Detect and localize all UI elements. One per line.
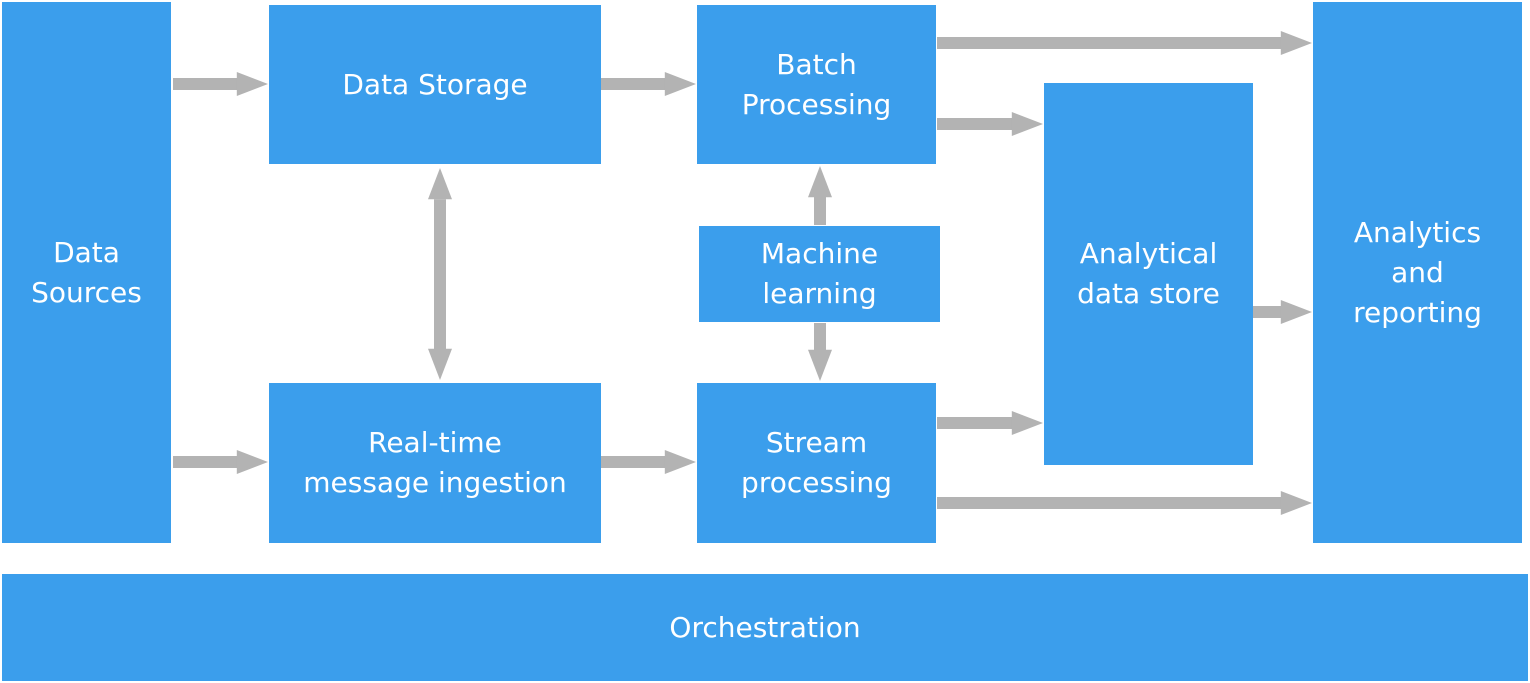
arrow-data-sources-to-data-storage-head: [236, 72, 268, 96]
realtime-ingestion-label-line-1: Real-time: [368, 426, 502, 459]
analytics-reporting-label-line-2: and: [1391, 255, 1444, 289]
arrow-data-sources-to-realtime-ingestion-head: [236, 450, 268, 474]
realtime-ingestion-label-line-2: message ingestion: [303, 466, 567, 499]
machine-learning-label-line-1: Machine: [760, 237, 879, 270]
stream-processing-label: Stream processing: [741, 423, 892, 503]
arrow-batch-processing-to-analytical-store: [937, 112, 1043, 136]
arrow-batch-processing-to-analytics-reporting-head: [1280, 31, 1312, 55]
realtime-ingestion-label: Real-time message ingestion: [303, 423, 566, 503]
data-sources-label-line-1: Data: [53, 235, 120, 269]
analytics-reporting-label-line-3: reporting: [1353, 295, 1482, 329]
arrow-realtime-ingestion-to-stream-processing: [601, 450, 696, 474]
analytical-data-store-label-line-1: Analytical: [1079, 237, 1218, 270]
batch-processing-label: Batch Processing: [742, 45, 892, 125]
machine-learning-label: Machine learning: [761, 234, 878, 314]
arrow-batch-processing-to-analytical-store-head: [1011, 112, 1043, 136]
arrow-stream-processing-to-analytics-reporting: [937, 491, 1312, 515]
batch-processing-box: Batch Processing: [697, 5, 936, 164]
arrow-machine-learning-to-stream-processing-head: [808, 349, 832, 381]
data-storage-label-line-1: Data Storage: [342, 67, 528, 101]
analytical-data-store-label: Analytical data store: [1077, 234, 1220, 314]
arrow-machine-learning-to-stream-processing: [808, 323, 832, 381]
machine-learning-label-line-2: learning: [762, 277, 877, 310]
arrow-batch-processing-to-analytics-reporting: [937, 31, 1312, 55]
arrow-data-storage-to-batch-processing-head: [664, 72, 696, 96]
data-storage-box: Data Storage: [269, 5, 601, 164]
arrow-analytical-store-to-analytics-reporting-head: [1280, 300, 1312, 324]
realtime-ingestion-box: Real-time message ingestion: [269, 383, 601, 543]
arrow-analytical-store-to-analytics-reporting: [1253, 300, 1312, 324]
analytical-data-store-label-line-2: data store: [1077, 277, 1220, 310]
arrow-data-sources-to-realtime-ingestion: [173, 450, 268, 474]
analytics-reporting-label-line-1: Analytics: [1353, 215, 1482, 249]
arrow-machine-learning-to-batch-processing-head: [808, 166, 832, 198]
data-sources-box: Data Sources: [2, 2, 171, 543]
stream-processing-box: Stream processing: [697, 383, 936, 543]
arrow-data-storage-to-realtime-ingestion-head: [428, 348, 452, 380]
arrow-stream-processing-to-analytical-store: [937, 411, 1043, 435]
stream-processing-label-line-2: processing: [741, 466, 892, 499]
analytics-reporting-box: Analytics and reporting: [1313, 2, 1522, 543]
batch-processing-label-line-2: Processing: [741, 87, 892, 121]
stream-processing-label-line-1: Stream: [765, 426, 868, 459]
arrow-stream-processing-to-analytics-reporting-head: [1280, 491, 1312, 515]
arrow-data-storage-to-realtime-ingestion-head-start: [428, 168, 452, 200]
machine-learning-box: Machine learning: [699, 226, 940, 322]
arrow-data-storage-to-realtime-ingestion: [428, 168, 452, 380]
orchestration-label: Orchestration: [669, 608, 860, 648]
arrow-data-sources-to-data-storage: [173, 72, 268, 96]
batch-processing-label-line-1: Batch: [776, 47, 857, 81]
data-storage-label: Data Storage: [342, 65, 527, 105]
data-sources-label-line-2: Sources: [31, 275, 142, 309]
arrow-machine-learning-to-batch-processing: [808, 166, 832, 225]
arrow-stream-processing-to-analytical-store-head: [1011, 411, 1043, 435]
analytics-reporting-label: Analytics and reporting: [1353, 213, 1482, 333]
orchestration-bar: Orchestration: [2, 574, 1528, 681]
data-sources-label: Data Sources: [31, 233, 142, 313]
arrow-data-storage-to-batch-processing: [601, 72, 696, 96]
analytical-data-store-box: Analytical data store: [1044, 83, 1253, 465]
orchestration-label-line-1: Orchestration: [669, 610, 861, 644]
arrow-realtime-ingestion-to-stream-processing-head: [664, 450, 696, 474]
